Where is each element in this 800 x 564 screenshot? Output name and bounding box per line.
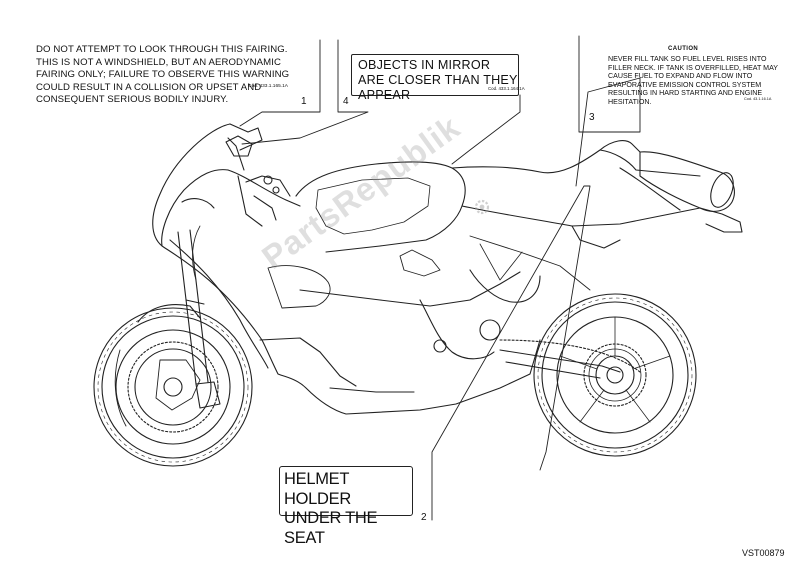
diagram-reference-code: VST00879 xyxy=(742,548,785,558)
callout-number-3: 3 xyxy=(589,112,595,123)
label-3-code: Cod. 43.1.16.1A xyxy=(744,97,772,101)
callout-number-1: 1 xyxy=(301,96,307,107)
callout-line-1 xyxy=(239,39,321,127)
label-2-helmet-text: HELMET HOLDER UNDER THE SEAT xyxy=(284,470,378,547)
callout-number-2: 2 xyxy=(421,512,427,523)
callout-number-4: 4 xyxy=(343,96,349,107)
label-2-frame xyxy=(279,466,413,516)
callout-line-2 xyxy=(431,185,591,521)
rear-sprocket xyxy=(588,348,642,402)
motorcycle-body xyxy=(114,123,743,427)
callout-line-4b xyxy=(451,94,521,165)
label-3-caution-title: CAUTION xyxy=(668,46,699,52)
callout-lines xyxy=(239,35,641,521)
callout-line-4 xyxy=(241,39,369,145)
label-4-code: Cod. 433.1.164.1A xyxy=(488,86,525,91)
label-1-code: Cod. 433.1.165.1A xyxy=(248,84,289,89)
callout-line-3 xyxy=(575,35,641,187)
front-wheel xyxy=(93,307,253,467)
label-1-warning-text: DO NOT ATTEMPT TO LOOK THROUGH THIS FAIR… xyxy=(36,44,290,106)
label-4-frame xyxy=(351,54,519,96)
watermark-gear-icon xyxy=(474,199,490,215)
front-fork xyxy=(177,229,221,409)
label-4-mirror-text: OBJECTS IN MIRROR ARE CLOSER THAN THEY A… xyxy=(358,58,518,102)
label-3-caution-text: NEVER FILL TANK SO FUEL LEVEL RISES INTO… xyxy=(608,55,778,106)
